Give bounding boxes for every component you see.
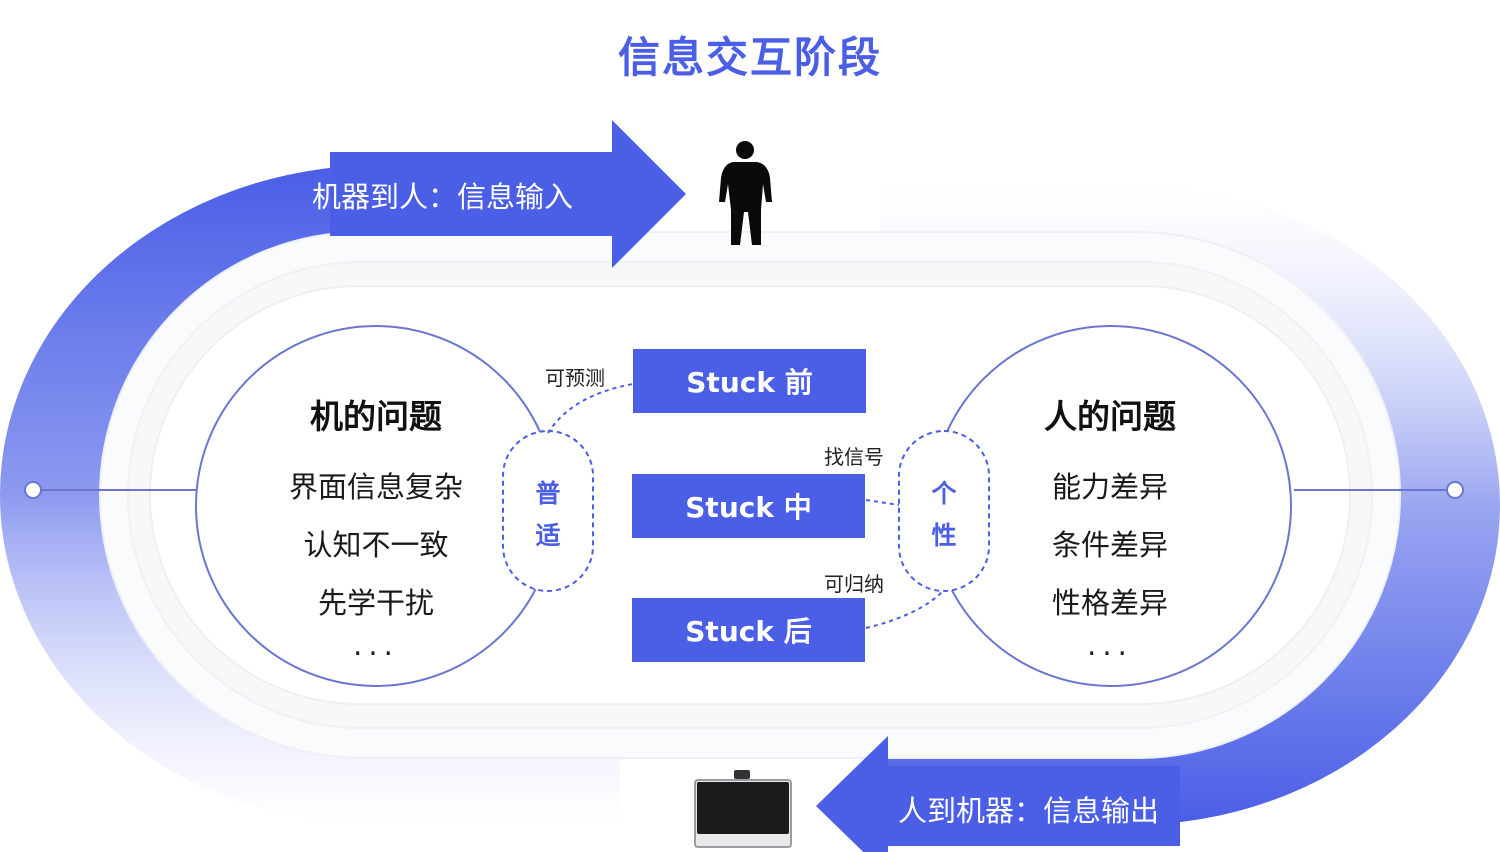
left-capsule — [502, 430, 594, 592]
stage-box-during: Stuck 中 — [632, 474, 865, 538]
left-circle-item: 界面信息复杂 — [288, 470, 463, 504]
stage-box-after: Stuck 后 — [632, 598, 865, 662]
bottom-arrow — [816, 736, 1180, 852]
stage-label: Stuck 后 — [685, 615, 812, 648]
right-circle-item: 条件差异 — [1051, 528, 1168, 562]
left-circle-ellipsis: ... — [353, 628, 399, 662]
left-circle-title: 机的问题 — [310, 397, 442, 436]
right-circle-title: 人的问题 — [1044, 397, 1176, 436]
stage-label: Stuck 中 — [685, 491, 812, 524]
outer-track-left — [0, 165, 620, 825]
left-circle-item: 认知不一致 — [303, 528, 449, 562]
person-silhouette-icon — [719, 141, 772, 245]
computer-monitor-icon — [694, 770, 792, 848]
left-capsule-char: 普 — [535, 479, 561, 508]
left-axis-node — [24, 481, 42, 499]
top-arrow — [330, 120, 686, 268]
right-circle-ellipsis: ... — [1087, 628, 1133, 662]
top-arrow-label: 机器到人：信息输入 — [312, 180, 574, 214]
stage-label: Stuck 前 — [686, 366, 813, 399]
connector-label-find-signal: 找信号 — [824, 445, 884, 469]
connector-label-predictable: 可预测 — [545, 366, 605, 390]
connector-summarizable — [865, 589, 945, 629]
right-circle-item: 性格差异 — [1051, 586, 1168, 620]
outer-track-right — [880, 185, 1500, 825]
connector-find-signal — [865, 499, 900, 506]
right-capsule-char: 性 — [931, 521, 957, 550]
bottom-arrow-label: 人到机器：信息输出 — [898, 794, 1160, 828]
stage-box-before: Stuck 前 — [633, 349, 866, 413]
connector-label-summarizable: 可归纳 — [824, 572, 884, 596]
left-circle-item: 先学干扰 — [317, 586, 434, 620]
page-title: 信息交互阶段 — [617, 33, 882, 82]
right-circle-item: 能力差异 — [1051, 470, 1168, 504]
right-capsule — [898, 430, 990, 592]
right-axis-node — [1446, 481, 1464, 499]
left-capsule-char: 适 — [535, 521, 561, 550]
connector-predictable — [547, 383, 634, 434]
right-capsule-char: 个 — [931, 479, 957, 508]
